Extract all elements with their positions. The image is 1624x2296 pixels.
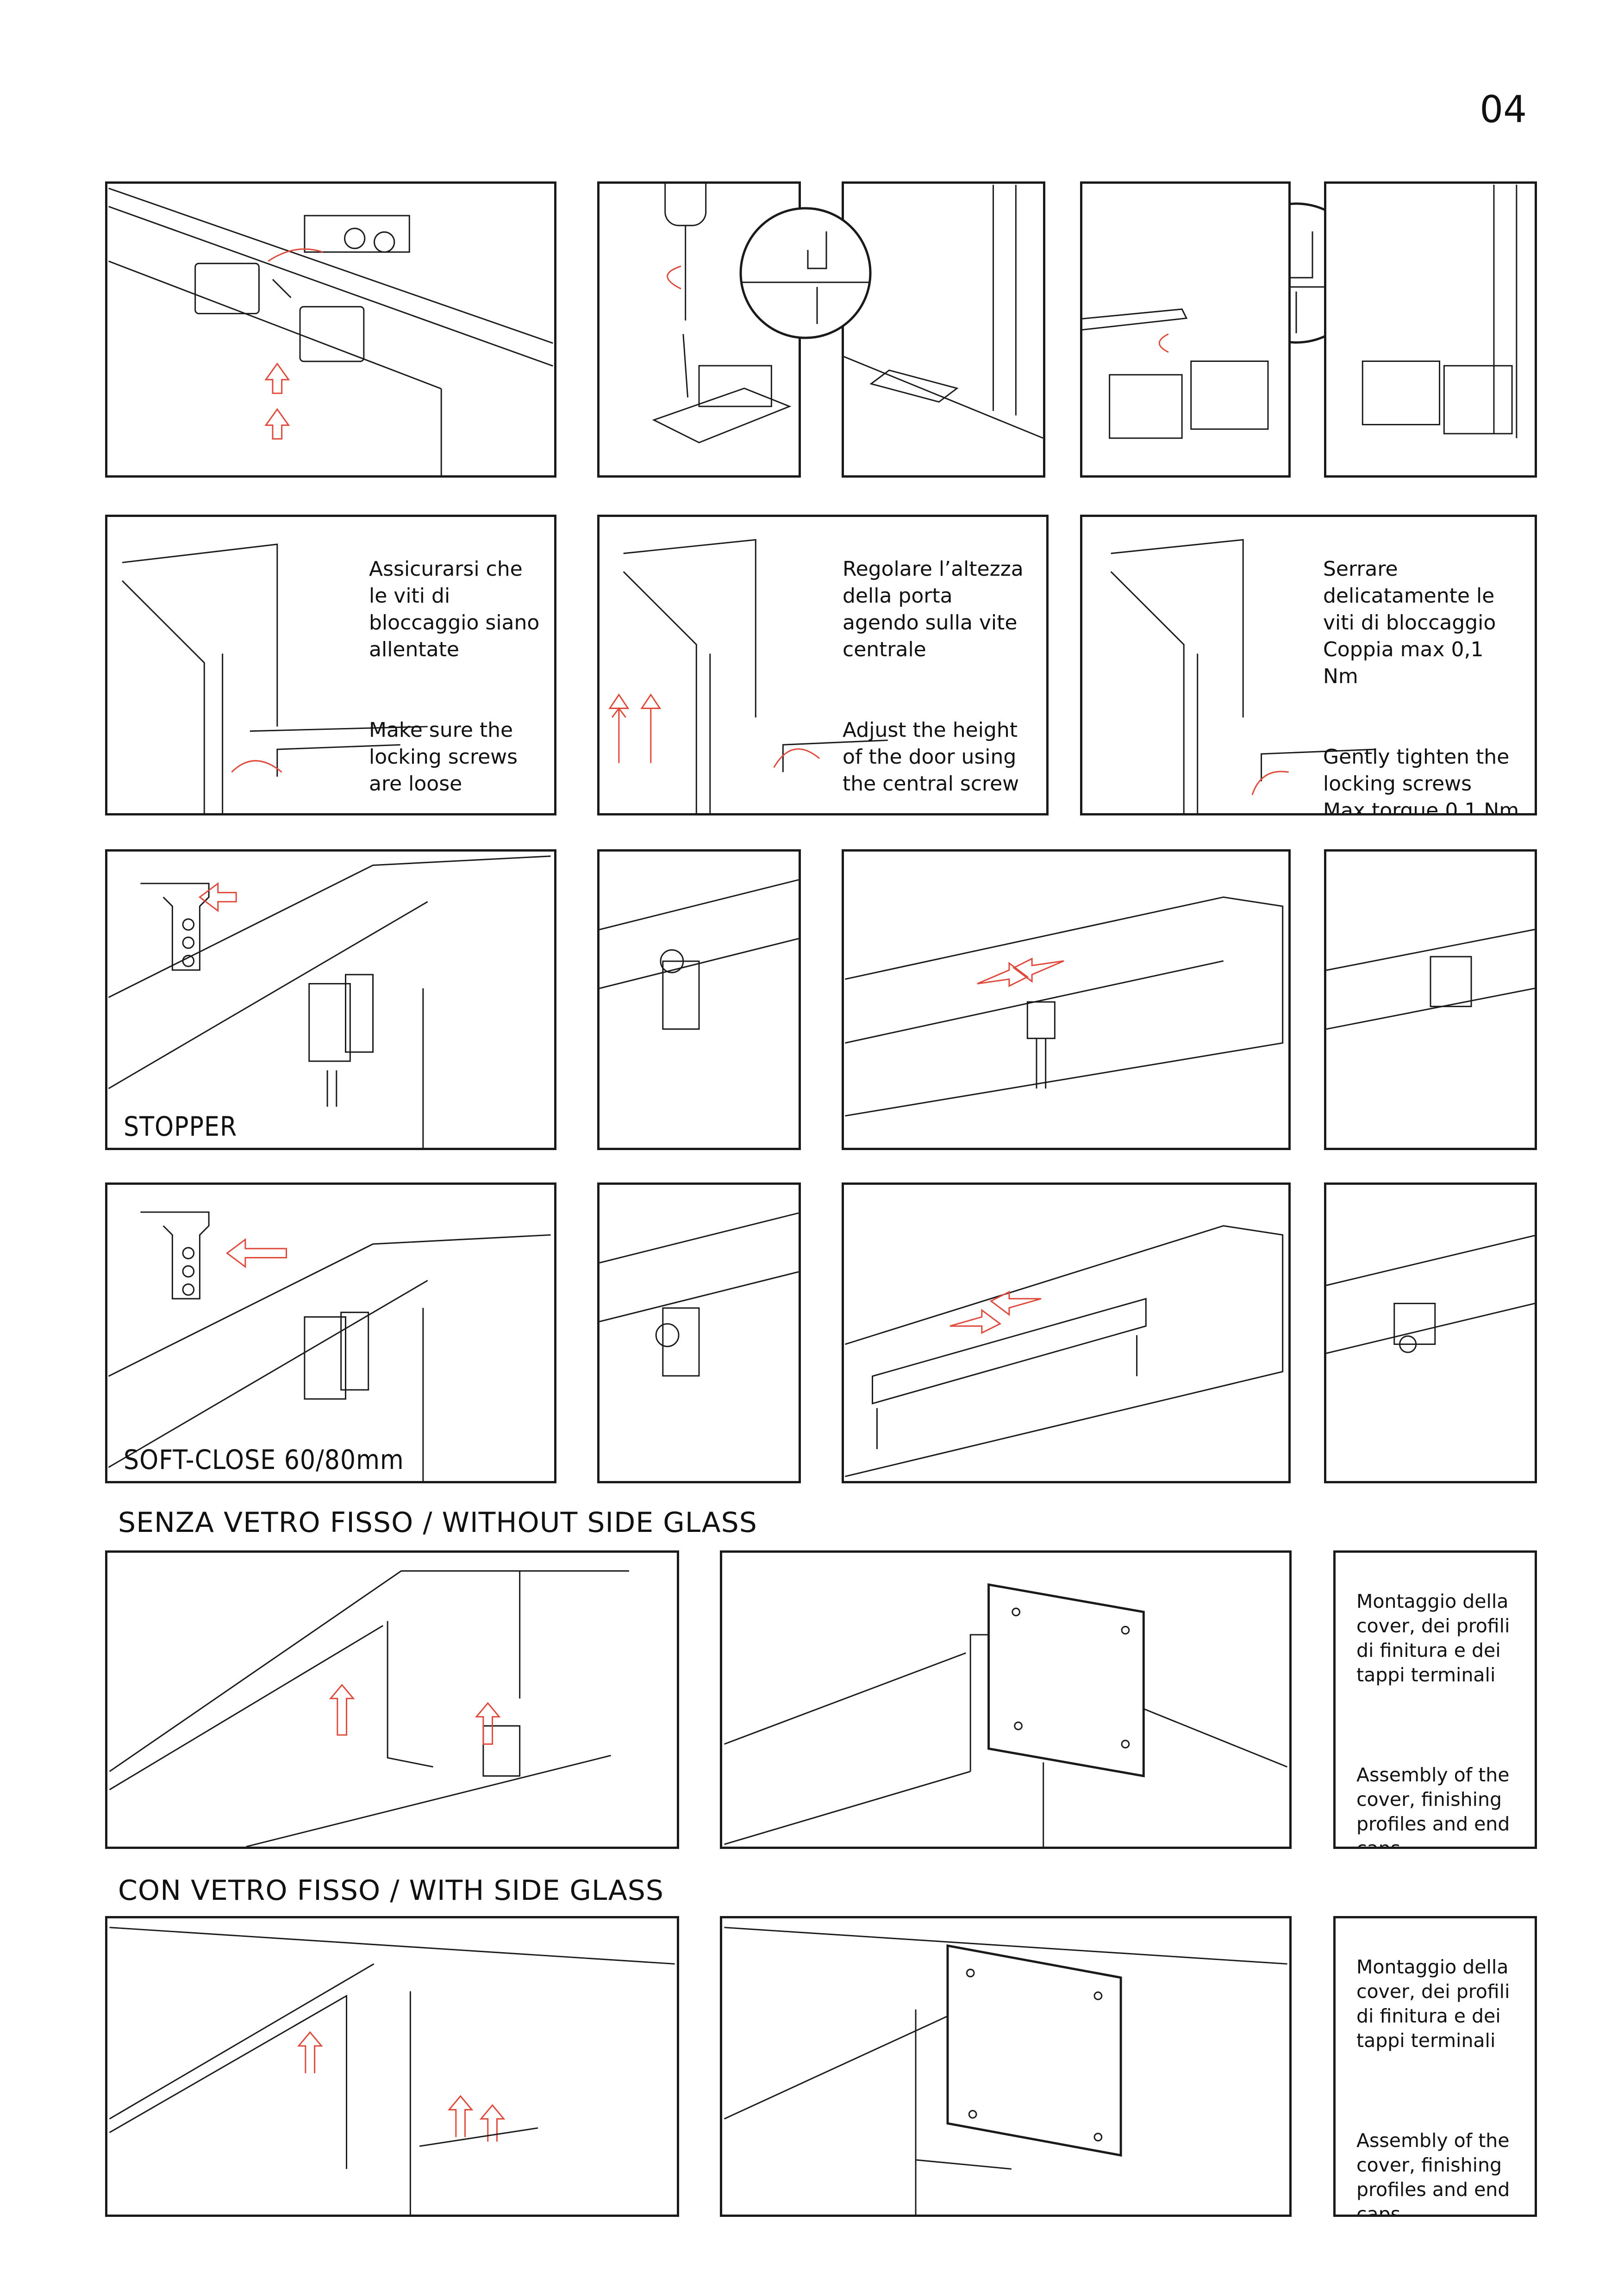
step-2-text: Regolare l’altezza della porta agendo su…	[843, 529, 1046, 797]
step-1-text-it: Assicurarsi che le viti di bloccaggio si…	[369, 557, 540, 661]
detail-magnifier-1	[739, 207, 872, 339]
with-glass-profile	[105, 1916, 679, 2217]
illustration-roller-carriage	[105, 181, 556, 478]
adjust-step-1: Assicurarsi che le viti di bloccaggio si…	[105, 515, 556, 815]
softclose-label: SOFT-CLOSE 60/80mm	[124, 1444, 404, 1475]
stopper-overview: STOPPER	[105, 849, 556, 1150]
without-glass-note-it: Montaggio della cover, dei profili di fi…	[1356, 1590, 1510, 1686]
adjust-step-3: Serrare delicatamente le viti di bloccag…	[1080, 515, 1537, 815]
section-title-with-glass: CON VETRO FISSO / WITH SIDE GLASS	[118, 1874, 664, 1907]
page-number: 04	[1480, 88, 1527, 131]
step-2-text-it: Regolare l’altezza della porta agendo su…	[843, 557, 1024, 661]
with-glass-note: Montaggio della cover, dei profili di fi…	[1333, 1916, 1537, 2217]
illustration-door-bracket	[842, 181, 1045, 478]
softclose-overview: SOFT-CLOSE 60/80mm	[105, 1182, 556, 1483]
with-glass-note-text: Montaggio della cover, dei profili di fi…	[1356, 1930, 1535, 2217]
step-3-text-en: Gently tighten the locking screws Max to…	[1323, 745, 1519, 815]
step-2-text-en: Adjust the height of the door using the …	[843, 718, 1019, 796]
without-glass-note-en: Assembly of the cover, finishing profile…	[1356, 1764, 1510, 1849]
step-3-text-it: Serrare delicatamente le viti di bloccag…	[1323, 557, 1496, 688]
softclose-detail-1	[597, 1182, 801, 1483]
stopper-label: STOPPER	[124, 1111, 237, 1142]
step-1-text: Assicurarsi che le viti di bloccaggio si…	[369, 529, 554, 797]
section-title-without-glass: SENZA VETRO FISSO / WITHOUT SIDE GLASS	[118, 1506, 757, 1539]
without-glass-note-text: Montaggio della cover, dei profili di fi…	[1356, 1565, 1535, 1849]
without-glass-cover	[720, 1550, 1292, 1849]
stopper-detail-2	[842, 849, 1291, 1150]
with-glass-note-en: Assembly of the cover, finishing profile…	[1356, 2129, 1510, 2217]
stopper-detail-1	[597, 849, 801, 1150]
softclose-detail-3	[1324, 1182, 1537, 1483]
softclose-detail-2	[842, 1182, 1291, 1483]
with-glass-cover	[720, 1916, 1292, 2217]
step-1-text-en: Make sure the locking screws are loose	[369, 718, 518, 796]
with-glass-note-it: Montaggio della cover, dei profili di fi…	[1356, 1956, 1510, 2052]
illustration-bracket-final	[1324, 181, 1537, 478]
adjust-step-2: Regolare l’altezza della porta agendo su…	[597, 515, 1049, 815]
without-glass-note: Montaggio della cover, dei profili di fi…	[1333, 1550, 1537, 1849]
step-3-text: Serrare delicatamente le viti di bloccag…	[1323, 529, 1535, 815]
illustration-hex-key-bracket	[1080, 181, 1291, 478]
without-glass-profile	[105, 1550, 679, 1849]
stopper-detail-3	[1324, 849, 1537, 1150]
